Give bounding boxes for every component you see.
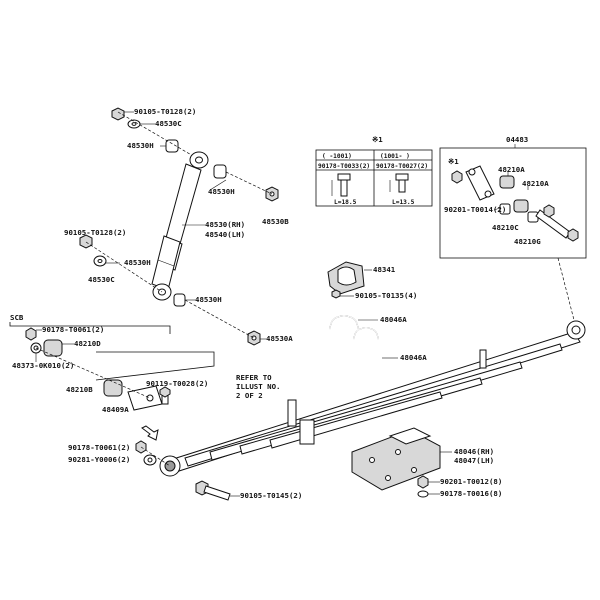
- label-48530h-mid: 48530H: [208, 187, 235, 196]
- label-90201-t0012: 90201-T0012(8): [440, 477, 502, 486]
- inset2-collar-c: [499, 203, 511, 215]
- scb-group: SCB 90178-T0061(2) 48373-0K010(2) 48210D…: [9, 313, 215, 414]
- inset2-bolt-head: [451, 170, 463, 184]
- seat-nut: [417, 475, 440, 489]
- spring-seat: [351, 427, 452, 491]
- label-90105-t0145: 90105-T0145(2): [240, 491, 302, 500]
- inset2-shackle-plate: [465, 165, 495, 201]
- label-90105-t0128-low: 90105-T0128(2): [64, 228, 126, 237]
- label-48530a: 48530A: [266, 334, 293, 343]
- front-eye-bolt: [195, 480, 240, 501]
- front-eye-washer: [143, 454, 157, 466]
- label-48210b: 48210B: [66, 385, 93, 394]
- inset2-shackle-pin: [535, 204, 579, 242]
- spring-front-eye: [159, 455, 181, 477]
- shock-absorber-group: 90105-T0128(2) 48530C 48530H: [64, 107, 293, 346]
- shock-lower-bolt: [79, 234, 93, 249]
- label-scb: SCB: [10, 313, 24, 322]
- spring-clip-rear: [479, 349, 487, 369]
- inset2-kit-number: 04483: [506, 135, 528, 144]
- label-48373-0k010: 48373-0K010(2): [12, 361, 74, 370]
- label-48210a-2: 48210A: [522, 179, 549, 188]
- label-48530h-top: 48530H: [127, 141, 154, 150]
- label-90178-t0061-a: 90178-T0061(2): [42, 325, 104, 334]
- leaf-spring: [159, 320, 586, 477]
- scb-hanger-48409a: [127, 385, 163, 411]
- label-90105-t0128-top: 90105-T0128(2): [134, 107, 196, 116]
- label-90178-t0061-b: 90178-T0061(2): [68, 443, 130, 452]
- label-48047-lh: 48047(LH): [454, 456, 494, 465]
- inset1-col2-part: 90178-T0027(2): [376, 163, 428, 170]
- label-90201-t0014: 90201-T0014(2): [444, 205, 506, 214]
- label-48530b: 48530B: [262, 217, 289, 226]
- label-48210d: 48210D: [74, 339, 101, 348]
- inset-2-shackle-kit: 04483 ※1 48210A 48210A 90201-T0014(2) 48…: [439, 135, 587, 259]
- label-90281-y0006: 90281-Y0006(2): [68, 455, 130, 464]
- label-90178-t0016: 90178-T0016(8): [440, 489, 502, 498]
- label-48046a-1: 48046A: [380, 315, 407, 324]
- inset1-col2-length: L=13.5: [392, 199, 415, 206]
- shock-bushing-mid: [209, 164, 227, 191]
- label-90119-t0028: 90119-T0028(2): [146, 379, 208, 388]
- shock-washer-top: [127, 119, 155, 129]
- inset-1-shackle-pin-table: ※1 ( -1001) (1001- ) 90178-T0033(2) 9017…: [315, 135, 433, 207]
- shock-washer-low: [93, 255, 120, 267]
- inset1-mark: ※1: [372, 135, 383, 144]
- label-48341: 48341: [373, 265, 396, 274]
- inset2-collar-c2: [527, 211, 539, 223]
- label-48530h-low: 48530H: [124, 258, 151, 267]
- label-48530h-bottom: 48530H: [195, 295, 222, 304]
- label-48046-rh: 48046(RH): [454, 447, 494, 456]
- scb-washer: [30, 342, 42, 362]
- label-48210g: 48210G: [514, 237, 541, 246]
- shock-bushing-bottom: [173, 293, 195, 307]
- shock-nut-48530a: [247, 330, 266, 346]
- refer-note: REFER TO ILLUST NO. 2 OF 2: [236, 373, 281, 400]
- shock-top-bolt: [111, 107, 134, 121]
- inset1-bolt-long: [331, 173, 351, 197]
- refer-line-1: REFER TO: [236, 373, 272, 382]
- u-bolts-48046a: [329, 315, 398, 382]
- shock-absorber: [151, 151, 209, 301]
- scb-bushing-48210b: [103, 379, 123, 397]
- spring-center-clamp: [299, 419, 315, 445]
- inset2-bushing-a1: [499, 175, 515, 189]
- seat-washer: [417, 490, 440, 498]
- label-48210a-1: 48210A: [498, 165, 525, 174]
- shock-bushing-top: [160, 139, 179, 153]
- spring-rear-eye: [566, 320, 586, 340]
- inset1-col2-header: (1001- ): [380, 153, 410, 160]
- label-48409a: 48409A: [102, 405, 129, 414]
- spring-clip: [287, 399, 297, 427]
- inset1-col1-part: 90178-T0033(2): [318, 163, 370, 170]
- inset1-col1-length: L=18.5: [334, 199, 357, 206]
- bump-stopper-48341: [327, 261, 372, 299]
- scb-nut: [25, 327, 42, 341]
- direction-arrow: [141, 425, 159, 441]
- label-48046a-2: 48046A: [400, 353, 427, 362]
- label-48530-rh: 48530(RH): [205, 220, 245, 229]
- label-48530c-low: 48530C: [88, 275, 115, 284]
- label-48540-lh: 48540(LH): [205, 230, 245, 239]
- inset1-col1-header: ( -1001): [322, 153, 352, 160]
- inset2-bushing-a2: [513, 199, 529, 213]
- refer-line-2: ILLUST NO.: [236, 382, 281, 391]
- scb-bushing-48210d: [43, 339, 74, 357]
- inset2-mark: ※1: [448, 157, 459, 166]
- refer-line-3: 2 OF 2: [236, 391, 263, 400]
- scb-bolt: [159, 386, 171, 405]
- label-90105-t0135: 90105-T0135(4): [355, 291, 417, 300]
- inset1-bolt-short: [389, 173, 409, 193]
- label-48210c: 48210C: [492, 223, 519, 232]
- label-48530c-top: 48530C: [155, 119, 182, 128]
